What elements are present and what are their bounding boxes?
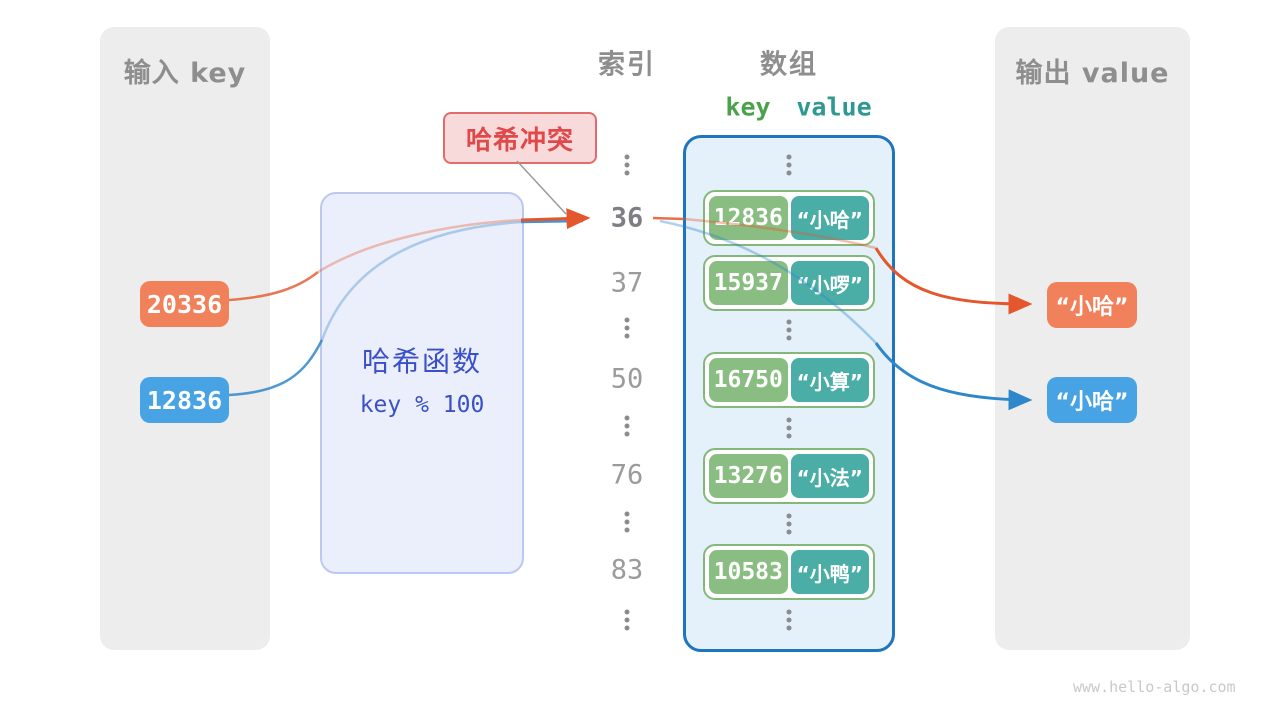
ellipsis-dots bbox=[624, 511, 630, 533]
array-row: 10583 “小鸭” bbox=[703, 544, 875, 600]
array-row-value: “小法” bbox=[790, 454, 869, 498]
blue-wire-hash-exit bbox=[520, 219, 584, 224]
ellipsis-dots bbox=[624, 415, 630, 437]
ellipsis-dots bbox=[786, 417, 792, 439]
ellipsis-dots bbox=[786, 513, 792, 535]
array-row-key: 12836 bbox=[709, 196, 788, 240]
array-title: 数组 bbox=[760, 49, 818, 81]
array-value-header: value bbox=[796, 92, 872, 122]
array-row-value: “小鸭” bbox=[790, 550, 869, 594]
output-panel: 输出 value bbox=[995, 27, 1190, 650]
index-76: 76 bbox=[610, 459, 644, 491]
watermark: www.hello-algo.com bbox=[1073, 678, 1236, 696]
array-key-header: key bbox=[725, 92, 771, 122]
array-row-value: “小算” bbox=[790, 358, 869, 402]
array-row: 13276 “小法” bbox=[703, 448, 875, 504]
array-row-value: “小啰” bbox=[790, 261, 869, 305]
input-panel-title: 输入 key bbox=[123, 58, 247, 89]
index-36: 36 bbox=[610, 202, 644, 234]
ellipsis-dots bbox=[786, 154, 792, 176]
array-row-key: 10583 bbox=[709, 550, 788, 594]
ellipsis-dots bbox=[786, 609, 792, 631]
ellipsis-dots bbox=[786, 319, 792, 341]
input-panel: 输入 key bbox=[100, 27, 270, 650]
collision-pointer-line bbox=[516, 160, 567, 215]
index-50: 50 bbox=[610, 363, 644, 395]
array-row-key: 13276 bbox=[709, 454, 788, 498]
index-83: 83 bbox=[610, 554, 644, 586]
input-key-20336: 20336 bbox=[140, 281, 229, 327]
array-row-key: 15937 bbox=[709, 261, 788, 305]
hash-collision-callout: 哈希冲突 bbox=[443, 112, 597, 164]
hash-function-title: 哈希函数 bbox=[361, 345, 482, 378]
output-panel-title: 输出 value bbox=[1015, 58, 1170, 89]
array-row: 12836 “小哈” bbox=[703, 190, 875, 246]
array-row-value: “小哈” bbox=[790, 196, 869, 240]
ellipsis-dots bbox=[624, 609, 630, 631]
hash-function-formula: key % 100 bbox=[359, 392, 485, 418]
input-key-12836: 12836 bbox=[140, 377, 229, 423]
ellipsis-dots bbox=[624, 154, 630, 176]
output-value-blue: “小哈” bbox=[1047, 377, 1137, 423]
hash-function-box: 哈希函数 key % 100 bbox=[320, 192, 524, 574]
ellipsis-dots bbox=[624, 317, 630, 339]
array-row: 15937 “小啰” bbox=[703, 255, 875, 311]
output-value-orange: “小哈” bbox=[1047, 282, 1137, 328]
orange-wire-index-to-array bbox=[652, 216, 685, 221]
index-column-title: 索引 bbox=[598, 49, 656, 81]
array-row-key: 16750 bbox=[709, 358, 788, 402]
orange-arrow-hash-to-index36 bbox=[520, 208, 591, 230]
array-row: 16750 “小算” bbox=[703, 352, 875, 408]
index-37: 37 bbox=[610, 267, 644, 299]
